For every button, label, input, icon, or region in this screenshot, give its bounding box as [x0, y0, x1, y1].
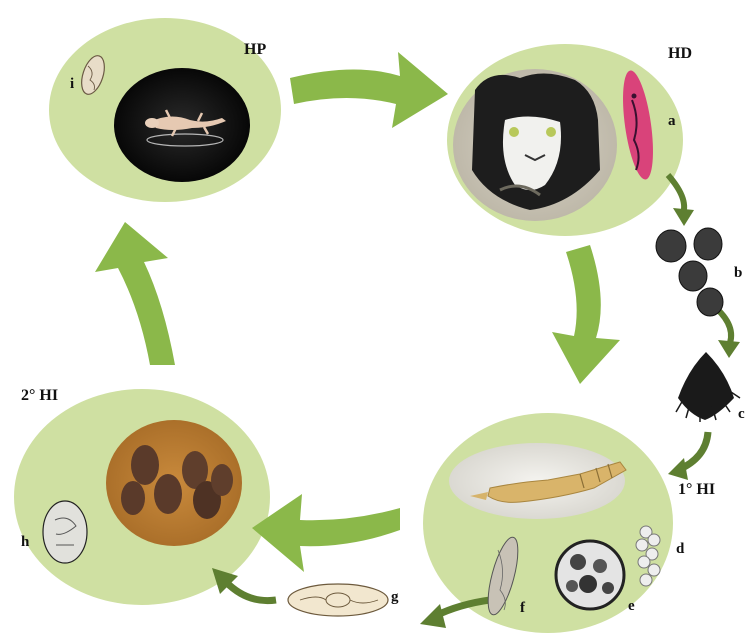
cat-photo [453, 69, 617, 221]
gecko-photo [114, 68, 250, 182]
miracidium-c-icon [676, 352, 740, 422]
sporocyst-e-icon [556, 541, 624, 609]
label-b: b [734, 265, 742, 281]
arrow-g-to-h [212, 568, 276, 601]
label-hp: HP [244, 41, 266, 58]
cyst-h-icon [43, 501, 87, 563]
arrow-hp-to-hd [290, 52, 448, 128]
label-g: g [391, 589, 399, 605]
label-c: c [738, 406, 745, 422]
eggs-b-icon [656, 228, 723, 316]
arrow-hi1-to-hi2 [252, 494, 400, 572]
larva-g-icon [288, 584, 388, 616]
label-e: e [628, 598, 635, 614]
snail-photo [449, 443, 626, 519]
arrow-hd-to-hi1 [552, 245, 620, 384]
arrow-b-to-c [716, 308, 740, 358]
label-hi2: 2° HI [21, 387, 58, 404]
label-i: i [70, 76, 74, 92]
label-d: d [676, 541, 685, 557]
label-h: h [21, 534, 30, 550]
label-hi1: 1° HI [678, 481, 715, 498]
label-hd: HD [668, 45, 692, 62]
arrow-c-to-snail [668, 432, 708, 480]
arrow-hi2-to-hp [95, 222, 175, 365]
label-a: a [668, 113, 676, 129]
isopods-photo [106, 420, 242, 546]
arrow-a-to-b [668, 175, 694, 226]
